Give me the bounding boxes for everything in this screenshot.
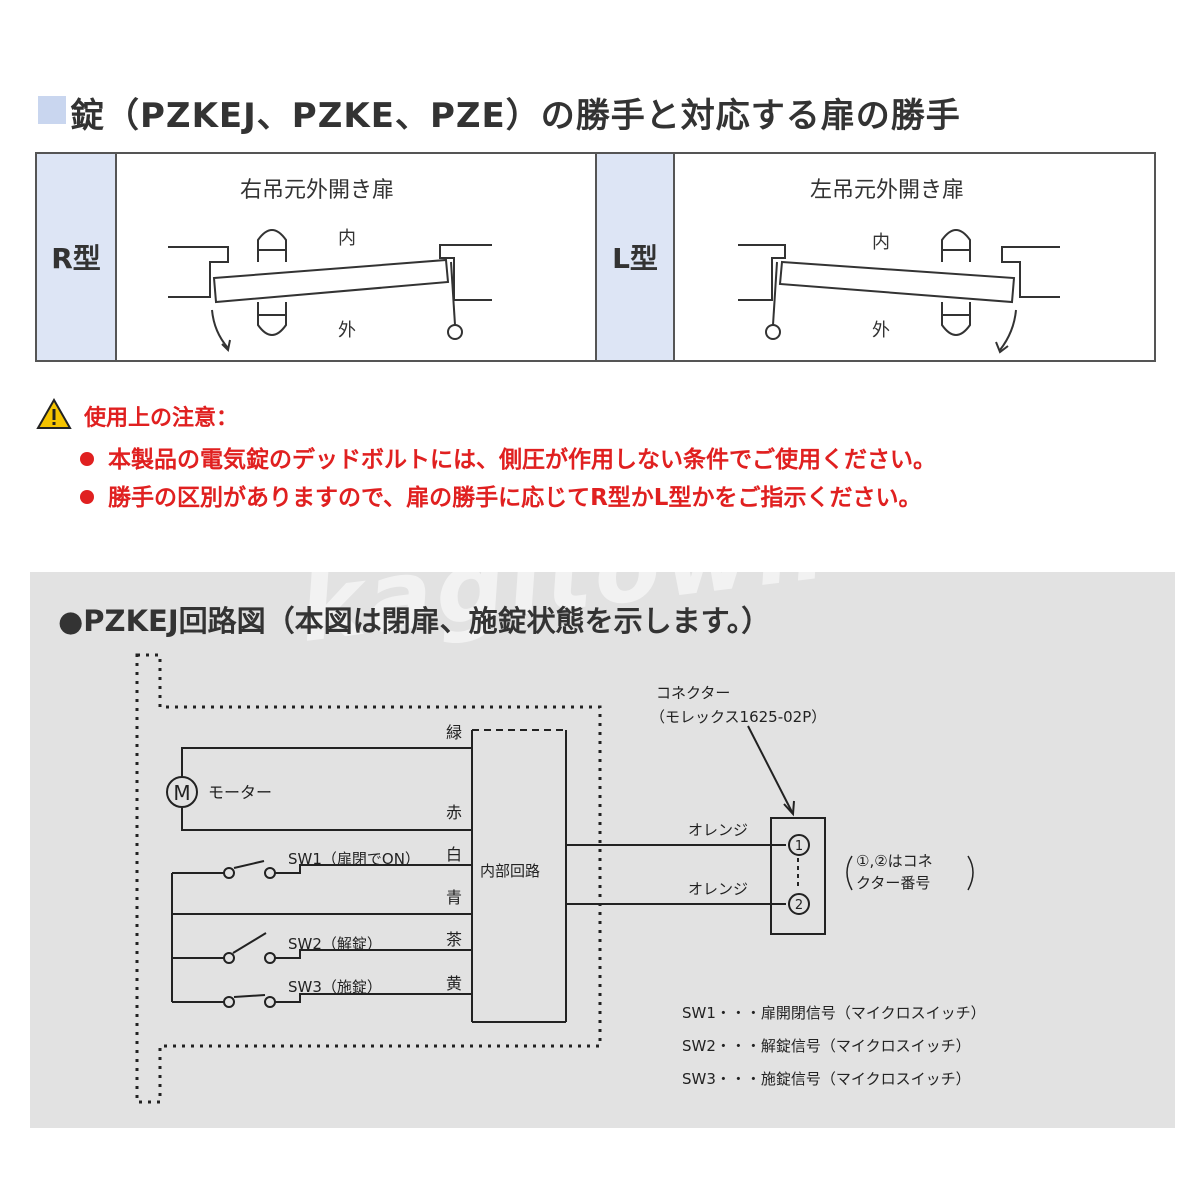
internal-circuit-box [471, 729, 567, 1023]
wire-label: 白 [446, 845, 462, 864]
motor-label: モーター [208, 783, 272, 802]
connector-icon [747, 725, 826, 935]
bullet-icon [80, 451, 94, 466]
pin-note-line-1: ①,②はコネ [856, 852, 933, 870]
internal-circuit-label: 内部回路 [480, 862, 540, 880]
sw3-label: SW3（施錠） [288, 978, 382, 996]
wire-label: 赤 [446, 803, 462, 822]
note-bracket [967, 855, 974, 891]
title-marker [38, 96, 66, 124]
hand-table: R型 L型 [35, 152, 1156, 362]
page-title: 錠（PZKEJ、PZKE、PZE）の勝手と対応する扉の勝手 [70, 96, 961, 136]
door-diagrams [168, 229, 1060, 354]
legend-item: SW2・・・解錠信号（マイクロスイッチ） [682, 1037, 971, 1055]
right-door-label: 右吊元外開き扉 [240, 178, 395, 203]
motor-wiring [166, 747, 472, 831]
left-door-label: 左吊元外開き扉 [810, 178, 965, 203]
divider [673, 154, 675, 360]
left-door-diagram [738, 229, 1060, 354]
connector-model: （モレックス1625-02P） [650, 708, 826, 726]
pin-2-label: 2 [795, 898, 803, 913]
r-type-cell: R型 [37, 154, 115, 360]
connector-title: コネクター [656, 684, 730, 702]
right-outside-label: 外 [338, 320, 356, 341]
legend-item: SW3・・・施錠信号（マイクロスイッチ） [682, 1070, 971, 1088]
right-door-diagram [168, 229, 492, 353]
divider [115, 154, 117, 360]
bullet-icon [80, 489, 94, 504]
wire-label: 茶 [446, 930, 462, 949]
l-type-cell: L型 [597, 154, 673, 360]
motor-icon [166, 776, 198, 808]
l-type-label: L型 [612, 242, 658, 275]
sw1-label: SW1（扉閉でON） [288, 850, 420, 868]
circuit-title: ●PZKEJ回路図（本図は閉扉、施錠状態を示します。） [58, 604, 771, 638]
caution-heading: 使用上の注意： [84, 406, 239, 431]
note-bracket [846, 855, 853, 891]
left-outside-label: 外 [872, 320, 890, 341]
sw2-label: SW2（解錠） [288, 935, 382, 953]
pin-1-label: 1 [795, 839, 803, 854]
wire-label: 青 [446, 888, 462, 907]
switch-wiring [171, 860, 472, 1008]
left-inside-label: 内 [872, 232, 890, 253]
wire-label: 緑 [446, 723, 462, 742]
warning-icon [36, 398, 72, 429]
pin-note-line-2: クター番号 [856, 874, 930, 892]
caution-item: 本製品の電気錠のデッドボルトには、側圧が作用しない条件でご使用ください。 [80, 440, 936, 474]
caution-item: 勝手の区別がありますので、扉の勝手に応じてR型かL型かをご指示ください。 [80, 478, 921, 512]
right-inside-label: 内 [338, 228, 356, 249]
output-wires [566, 844, 786, 905]
orange-wire-2-label: オレンジ [688, 880, 748, 898]
wire-label: 黄 [446, 974, 462, 993]
legend-item: SW1・・・扉開閉信号（マイクロスイッチ） [682, 1004, 986, 1022]
divider [595, 154, 597, 360]
motor-symbol: M [173, 781, 190, 805]
orange-wire-1-label: オレンジ [688, 821, 748, 839]
circuit-panel [30, 572, 1175, 1128]
r-type-label: R型 [51, 242, 101, 275]
